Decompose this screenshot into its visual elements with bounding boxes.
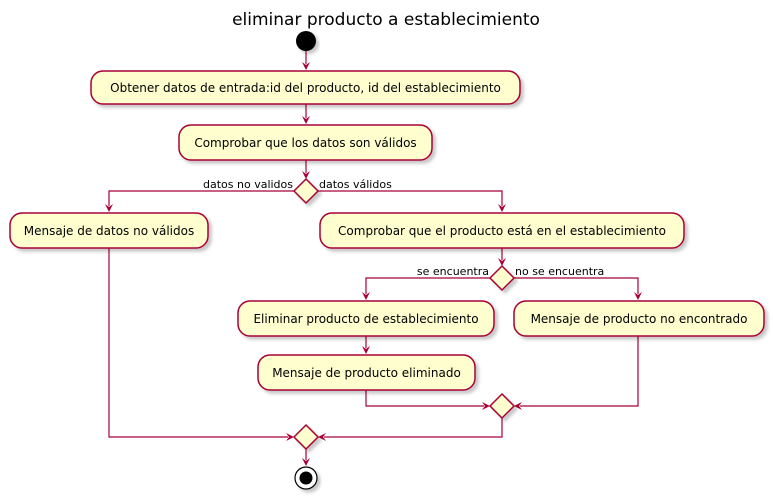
activity-mensaje-no-validos-label: Mensaje de datos no válidos [24, 224, 194, 238]
activity-mensaje-no-encontrado-label: Mensaje de producto no encontrado [531, 312, 748, 326]
edge-eliminado-merge2 [365, 390, 484, 407]
arrow-merge2-left [482, 402, 490, 410]
edge-merge2-merge1 [324, 418, 503, 438]
activity-eliminar-label: Eliminar producto de establecimiento [253, 312, 478, 326]
activity-mensaje-no-encontrado: Mensaje de producto no encontrado [513, 300, 765, 337]
edge-decision1-right [318, 190, 503, 206]
activity-mensaje-eliminado-label: Mensaje de producto eliminado [272, 366, 461, 380]
arrow-merge2-right [514, 402, 522, 410]
end-node [294, 466, 318, 490]
arrow-comprobar-producto [498, 204, 506, 212]
arrow-merge1-right [318, 433, 326, 441]
decision-se-encuentra [488, 264, 516, 292]
activity-eliminar: Eliminar producto de establecimiento [237, 300, 495, 337]
arrow-no-encontrado [634, 292, 642, 300]
decision-datos-validos [292, 177, 320, 205]
arrow-decision-2 [498, 258, 506, 266]
arrow-comprobar [302, 116, 310, 124]
branch-label-no-se-encuentra: no se encuentra [515, 265, 604, 278]
edge-decision2-right [514, 277, 639, 294]
arrow-obtener [302, 62, 310, 70]
activity-mensaje-eliminado: Mensaje de producto eliminado [257, 354, 476, 391]
arrow-end [302, 458, 310, 466]
merge-encuentra [488, 392, 516, 420]
activity-comprobar-producto: Comprobar que el producto está en el est… [319, 212, 685, 249]
edge-decision2-left [365, 277, 490, 294]
activity-obtener-label: Obtener datos de entrada:id del producto… [110, 81, 501, 95]
arrow-mensaje-eliminado [362, 346, 370, 354]
arrow-mensaje-no-validos [105, 204, 113, 212]
activity-obtener: Obtener datos de entrada:id del producto… [90, 70, 521, 105]
edge-no-validos-merge1 [108, 248, 288, 438]
arrow-merge1-left [286, 433, 294, 441]
arrow-eliminar [362, 292, 370, 300]
branch-label-datos-no-validos: datos no validos [203, 178, 293, 191]
diagram-title: eliminar producto a establecimiento [232, 10, 540, 30]
activity-comprobar-validos-label: Comprobar que los datos son válidos [194, 136, 416, 150]
arrow-decision-1 [302, 171, 310, 179]
start-node [296, 31, 316, 51]
branch-label-datos-validos: datos válidos [319, 178, 392, 191]
activity-mensaje-no-validos: Mensaje de datos no válidos [9, 212, 209, 249]
activity-comprobar-validos: Comprobar que los datos son válidos [178, 124, 433, 161]
merge-final [292, 423, 320, 451]
edges [105, 51, 642, 466]
edge-no-encontrado-merge2 [520, 336, 639, 407]
activity-comprobar-producto-label: Comprobar que el producto está en el est… [338, 224, 666, 238]
branch-label-se-encuentra: se encuentra [417, 265, 489, 278]
edge-decision1-left [108, 190, 294, 206]
